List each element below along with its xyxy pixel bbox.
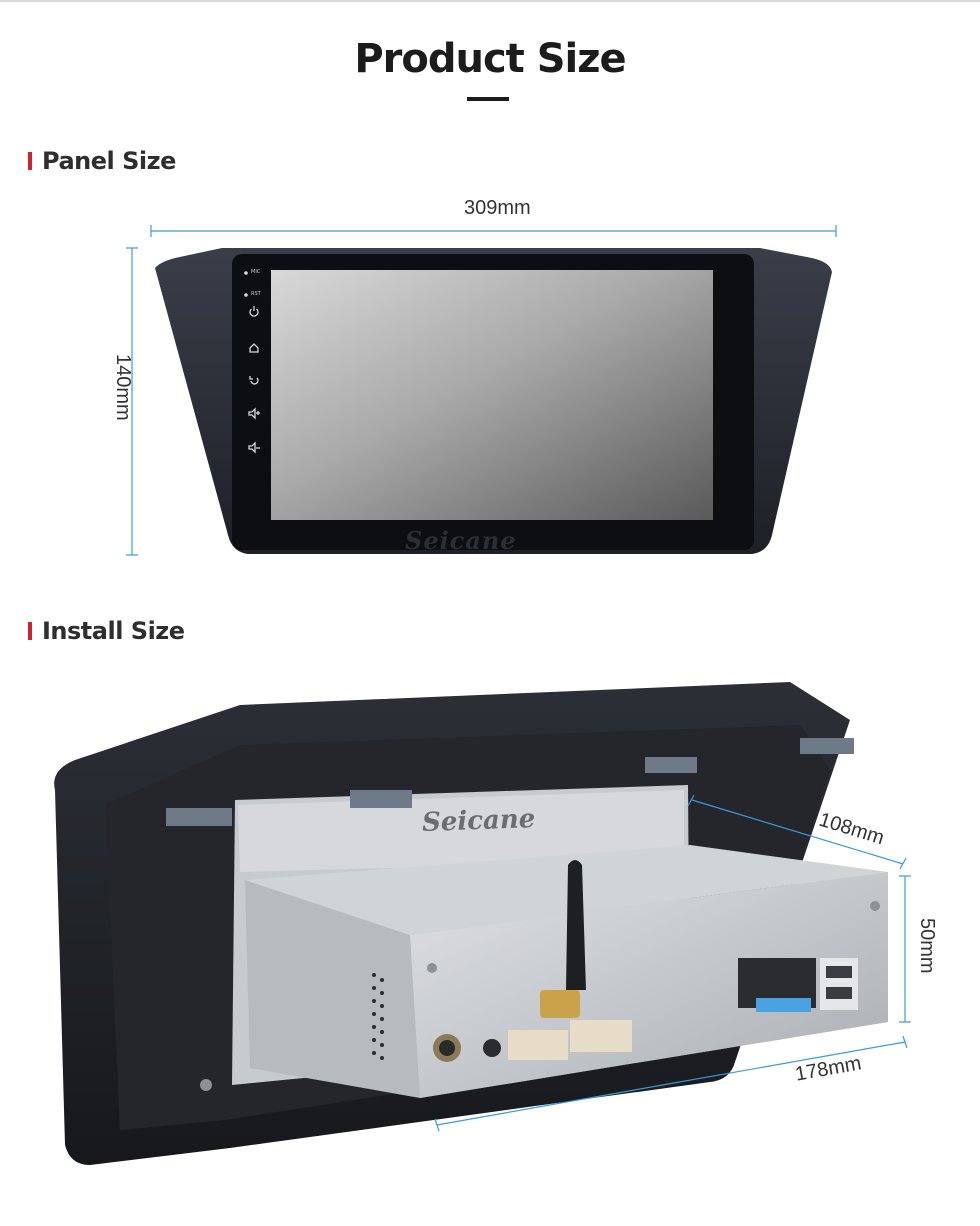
- panel-height-label: 140mm: [112, 354, 134, 421]
- antenna: [566, 860, 586, 990]
- mounting-bracket: [350, 790, 412, 808]
- back-icon: [249, 376, 259, 385]
- heading-marker: [28, 622, 32, 640]
- chassis-brand-label: Seicane: [421, 804, 536, 838]
- panel-width-dimension: [150, 225, 837, 237]
- panel-front: [155, 248, 832, 554]
- home-icon: [249, 343, 259, 353]
- panel-brand-watermark: Seicane: [405, 526, 517, 555]
- screw-icon: [427, 963, 437, 973]
- top-divider: [0, 0, 980, 2]
- mic-indicator-icon: [244, 271, 248, 275]
- panel-screen: [271, 270, 713, 520]
- usb-ports: [820, 958, 858, 1010]
- panel-size-heading-label: Panel Size: [42, 147, 176, 175]
- mounting-bracket: [645, 757, 697, 773]
- power-icon: [249, 306, 259, 317]
- page-title: Product Size: [354, 36, 626, 82]
- screw-icon: [870, 901, 880, 911]
- rst-indicator-icon: [244, 293, 248, 297]
- volume-down-icon: [248, 441, 260, 454]
- install-width-dimension: [434, 1035, 908, 1132]
- panel-width-label: 309mm: [464, 197, 531, 219]
- install-depth-dimension: [687, 794, 907, 870]
- mounting-bracket: [166, 808, 232, 826]
- install-size-heading: Install Size: [28, 615, 185, 647]
- panel-height-dimension: [126, 247, 138, 556]
- vent-holes: [372, 973, 384, 1060]
- install-size-heading-label: Install Size: [42, 617, 185, 645]
- volume-up-icon: [248, 407, 260, 420]
- heading-marker: [28, 152, 32, 170]
- install-height-label: 50mm: [916, 918, 938, 974]
- install-illustration: [54, 682, 888, 1165]
- side-button-column: [244, 271, 248, 297]
- panel-size-heading: Panel Size: [28, 145, 176, 177]
- mounting-bracket: [800, 738, 854, 754]
- mic-label: MIC: [251, 269, 261, 275]
- title-underline: [467, 97, 509, 101]
- rst-label: RST: [251, 291, 261, 297]
- install-height-dimension: [899, 875, 911, 1023]
- screw-icon: [200, 1079, 212, 1091]
